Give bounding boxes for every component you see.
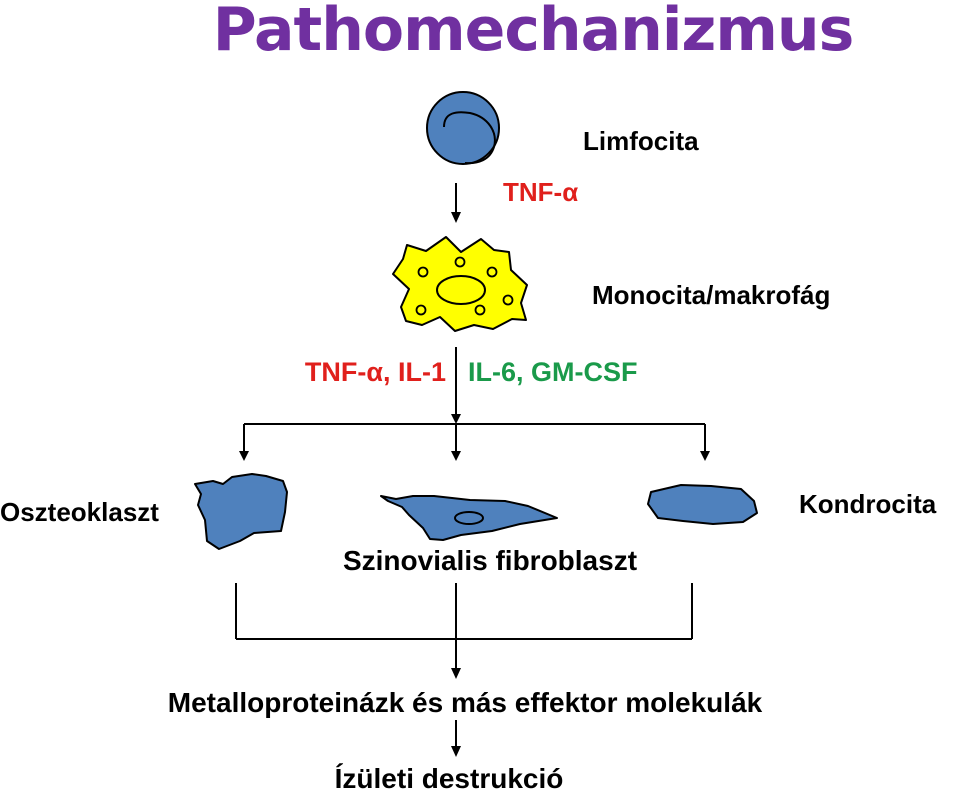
arrowhead-lymphocyte: [451, 212, 461, 223]
label-kondrocita: Kondrocita: [799, 489, 937, 519]
page-title: Pathomechanizmus: [213, 0, 854, 65]
label-cytokines-green: IL-6, GM-CSF: [468, 357, 638, 387]
label-szinovialis: Szinovialis fibroblaszt: [343, 545, 637, 576]
label-limfocita: Limfocita: [583, 126, 699, 156]
arrowhead-left: [239, 451, 249, 461]
arrowhead-macrophage: [451, 414, 461, 424]
arrowhead-destruction: [451, 746, 461, 757]
label-monocita: Monocita/makrofág: [592, 280, 830, 310]
arrowhead-right: [700, 451, 710, 461]
arrowhead-middle: [451, 451, 461, 461]
label-oszteoklaszt: Oszteoklaszt: [0, 497, 159, 527]
label-cytokines-red: TNF-α, IL-1: [305, 357, 446, 387]
chondrocyte-cell: [647, 484, 758, 525]
label-destrukcio: Ízületi destrukció: [335, 763, 564, 792]
lymphocyte-cell: [426, 91, 500, 165]
osteoclast-cell: [194, 473, 288, 550]
label-metallo: Metalloproteinázk és más effektor moleku…: [168, 687, 763, 718]
arrowhead-metallo: [451, 668, 461, 679]
synovial-fibroblast-cell: [380, 495, 558, 541]
macrophage-cell: [392, 236, 528, 332]
label-tnf-alpha: TNF-α: [503, 177, 578, 207]
